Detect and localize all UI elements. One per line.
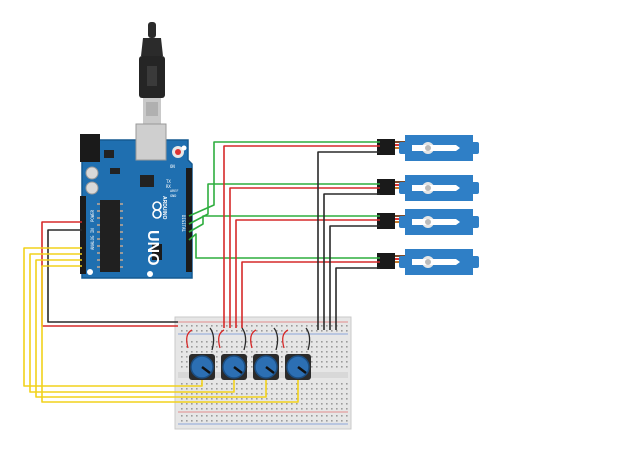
power-jack — [80, 134, 100, 162]
wire-yellow-analog — [23, 247, 299, 403]
digital-header — [186, 168, 192, 272]
board-name: UNO — [144, 230, 161, 266]
pot-jumpers-red — [186, 329, 289, 349]
aref-label: AREF — [170, 189, 178, 193]
arduino-board-icon: UNO ARDUINO TX RX ON DIGITAL ANALOG IN P… — [80, 123, 193, 279]
servo-1 — [377, 135, 479, 161]
atmega-chip — [100, 200, 120, 272]
potentiometer-2[interactable] — [221, 354, 247, 380]
rx-label: RX — [166, 184, 171, 189]
infinity-logo — [152, 201, 162, 219]
board-maker: ARDUINO — [161, 196, 167, 219]
usb-port — [135, 123, 167, 161]
servo-4 — [377, 249, 479, 275]
on-label: ON — [170, 164, 175, 169]
wires — [23, 141, 380, 403]
tx-label: TX — [166, 179, 171, 184]
digital-label: DIGITAL — [181, 215, 186, 232]
pot-jumpers-black — [209, 327, 311, 351]
potentiometer-1[interactable] — [189, 354, 215, 380]
potentiometer-4[interactable] — [285, 354, 311, 380]
servo-motor-icon — [377, 135, 479, 275]
servo-2 — [377, 175, 479, 201]
potentiometer-icon — [189, 354, 311, 380]
potentiometer-3[interactable] — [253, 354, 279, 380]
gnd-label: GND — [170, 194, 176, 198]
analog-label: ANALOG IN — [90, 228, 95, 250]
wire-black-ground — [47, 151, 380, 330]
wire-green-signal — [188, 141, 380, 259]
servo-3 — [377, 209, 479, 235]
power-analog-header — [80, 196, 86, 274]
power-label: POWER — [90, 209, 95, 222]
